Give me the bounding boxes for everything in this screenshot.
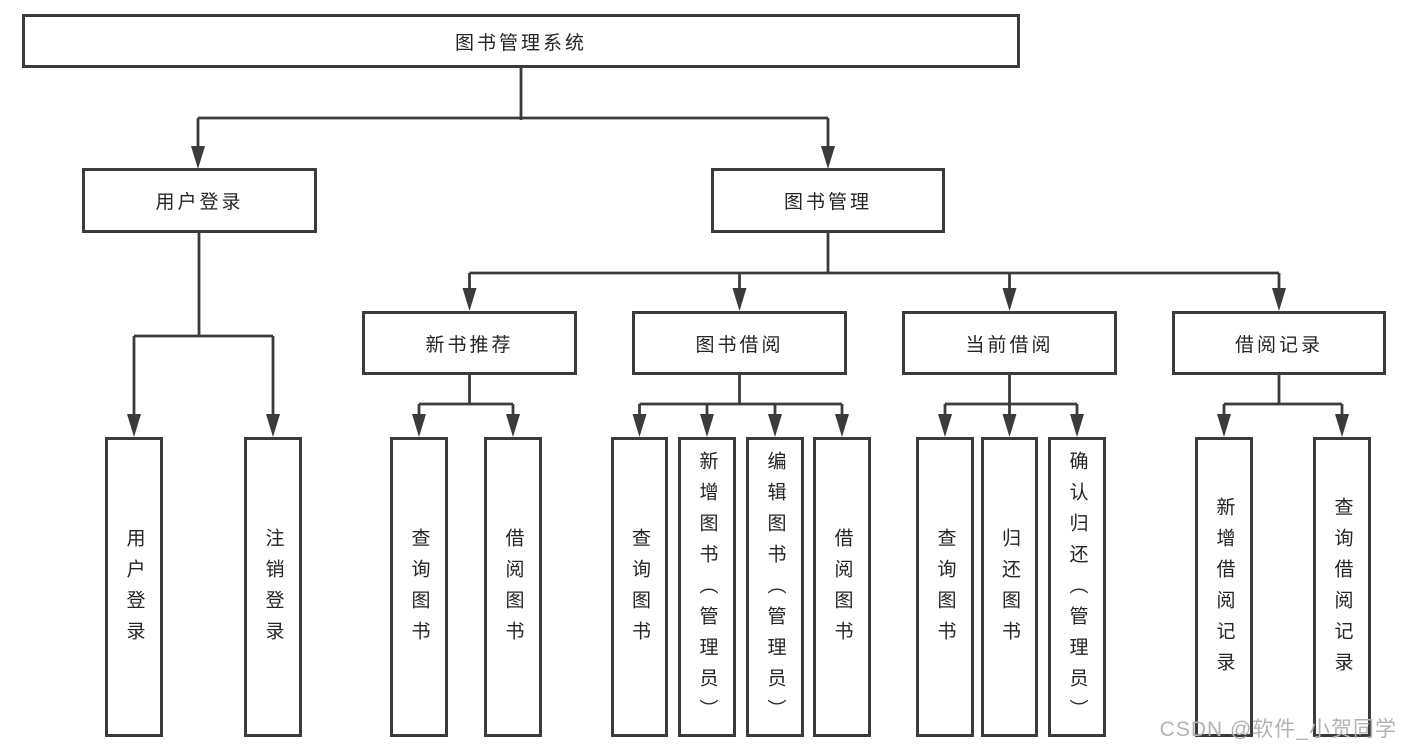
leaf-logout: 注销登录 bbox=[244, 437, 302, 737]
node-borrowing-records: 借阅记录 bbox=[1172, 311, 1386, 375]
node-current-borrowing: 当前借阅 bbox=[902, 311, 1117, 375]
node-user-login: 用户登录 bbox=[82, 168, 317, 233]
arrowheads bbox=[127, 146, 1349, 437]
node-library-management-system: 图书管理系统 bbox=[22, 14, 1020, 68]
csdn-watermark: CSDN @软件_小贺同学 bbox=[1159, 718, 1397, 741]
leaf-confirm-return-admin: 确认归还（管理员） bbox=[1048, 437, 1106, 737]
node-book-management: 图书管理 bbox=[711, 168, 945, 233]
leaf-return-books: 归还图书 bbox=[981, 437, 1038, 737]
leaf-query-books-current: 查询图书 bbox=[916, 437, 974, 737]
leaf-query-borrow-record: 查询借阅记录 bbox=[1313, 437, 1371, 737]
leaf-add-borrow-record: 新增借阅记录 bbox=[1195, 437, 1253, 737]
leaf-borrow-books-recommend: 借阅图书 bbox=[484, 437, 542, 737]
leaf-query-books-recommend: 查询图书 bbox=[390, 437, 448, 737]
connector-strokes bbox=[132, 68, 1344, 419]
leaf-add-books-admin: 新增图书（管理员） bbox=[678, 437, 736, 737]
leaf-edit-books-admin: 编辑图书（管理员） bbox=[746, 437, 804, 737]
leaf-query-books-borrowing: 查询图书 bbox=[611, 437, 668, 737]
node-new-book-recommendation: 新书推荐 bbox=[362, 311, 577, 375]
leaf-user-login: 用户登录 bbox=[105, 437, 163, 737]
leaf-borrow-books-borrowing: 借阅图书 bbox=[813, 437, 871, 737]
node-book-borrowing: 图书借阅 bbox=[632, 311, 847, 375]
